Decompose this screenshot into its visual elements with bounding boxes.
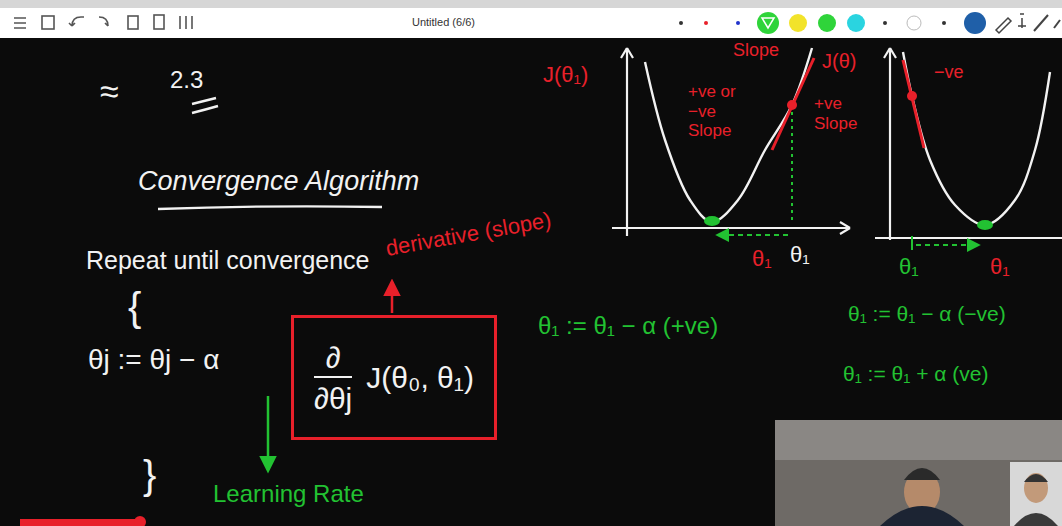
- window-strip: [0, 0, 1062, 8]
- webcam-panel: [775, 420, 1062, 526]
- tangent-line: [772, 58, 814, 150]
- toolbar-title: Untitled (6/6): [412, 16, 475, 29]
- color-palette: [679, 12, 1060, 34]
- annotation: +ve or −ve Slope: [688, 82, 738, 141]
- tick: [911, 236, 913, 250]
- dashed-guide: [791, 112, 793, 222]
- number: 2.3: [170, 66, 203, 94]
- axis-label: J(θ₁): [543, 62, 588, 87]
- annotation: Slope: [733, 40, 779, 61]
- derivative-box: ∂∂θj J(θ₀, θ₁): [291, 315, 497, 440]
- cost-curve: [903, 52, 1050, 225]
- point: [787, 100, 797, 110]
- minimum-point: [977, 220, 993, 230]
- leader-arrow: [267, 396, 270, 470]
- title-underline: [158, 206, 382, 209]
- leader-arrow: [391, 282, 394, 313]
- toolbar: [0, 8, 1062, 38]
- update-rule: θ₁ := θ₁ − α (−ve): [848, 302, 1006, 326]
- tangent-line: [903, 60, 924, 148]
- annotation: Learning Rate: [213, 480, 364, 508]
- math-text: J(θ₀, θ₁): [366, 361, 474, 394]
- annotation: −ve: [934, 62, 964, 83]
- direction-arrow: [718, 234, 788, 236]
- graph-axes: [612, 48, 1062, 240]
- brace: {: [128, 284, 141, 330]
- symbol: ≈: [100, 72, 119, 111]
- axis-value: θ₁: [752, 246, 772, 271]
- math-text: ∂θj: [314, 376, 352, 415]
- update-rule: θj := θj − α: [88, 344, 219, 376]
- cost-curve: [645, 48, 812, 222]
- heading: Convergence Algorithm: [138, 166, 419, 197]
- progress-knob: [134, 516, 146, 526]
- brace: }: [143, 452, 156, 498]
- toolbar-icons: [14, 15, 192, 29]
- annotation: derivative (slope): [384, 207, 553, 261]
- update-rule: θ₁ := θ₁ − α (+ve): [538, 312, 718, 340]
- direction-arrow: [916, 244, 978, 246]
- axis-value: θ₁: [790, 242, 810, 267]
- axis-label: J(θ): [822, 50, 856, 73]
- minimum-point: [704, 216, 720, 226]
- axis-value: θ₁: [899, 254, 919, 279]
- annotation: +ve Slope: [814, 94, 859, 133]
- math-text: ∂: [326, 341, 341, 374]
- double-underline: [192, 98, 218, 113]
- axis-value: θ₁: [990, 254, 1010, 279]
- update-rule: θ₁ := θ₁ + α (ve): [843, 362, 988, 386]
- point: [907, 91, 917, 101]
- statement: Repeat until convergence: [86, 246, 370, 275]
- progress-bar: [20, 519, 140, 526]
